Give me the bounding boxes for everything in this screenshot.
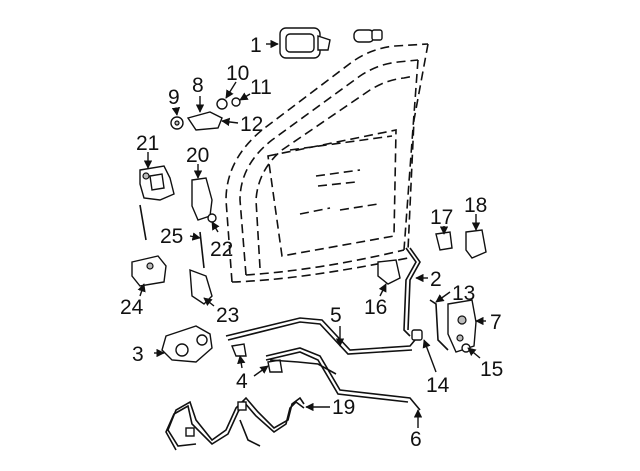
linkage-rods-part xyxy=(225,317,421,411)
callout-13: 13 xyxy=(452,282,475,305)
callout-17: 17 xyxy=(430,206,453,229)
callout-15: 15 xyxy=(480,358,503,381)
lock-cylinder-part xyxy=(353,29,383,43)
callout-3: 3 xyxy=(132,343,144,366)
small-fasteners-group xyxy=(170,97,241,131)
lower-hinge-part xyxy=(131,255,167,287)
leader-arrows xyxy=(137,39,486,428)
door-frame-outline xyxy=(225,43,429,283)
regulator-motor-part xyxy=(161,325,213,363)
callout-6: 6 xyxy=(410,428,422,451)
callout-24: 24 xyxy=(120,296,144,319)
callout-23: 23 xyxy=(216,304,239,327)
lock-knob-part xyxy=(435,231,453,251)
callout-20: 20 xyxy=(186,144,209,167)
callout-16: 16 xyxy=(364,296,387,319)
callout-1: 1 xyxy=(250,34,262,57)
outside-handle-part xyxy=(279,27,331,59)
upper-hinge-part xyxy=(139,165,175,201)
inside-rod-part xyxy=(403,247,421,337)
callout-18: 18 xyxy=(464,194,487,217)
callout-2: 2 xyxy=(430,268,442,291)
callout-7: 7 xyxy=(490,311,502,334)
callout-9: 9 xyxy=(168,86,180,109)
callout-10: 10 xyxy=(226,62,249,85)
callout-8: 8 xyxy=(192,74,204,97)
callout-5: 5 xyxy=(330,304,342,327)
callout-12: 12 xyxy=(240,113,263,136)
striker-plate-part xyxy=(465,229,487,259)
callout-11: 11 xyxy=(250,76,272,99)
callout-labels: 1 2 3 4 5 6 7 8 9 10 11 12 13 14 15 16 1… xyxy=(120,34,503,451)
callout-22: 22 xyxy=(210,238,233,261)
callout-14: 14 xyxy=(426,374,450,397)
wiring-harness-part xyxy=(165,396,305,451)
latch-rods-part xyxy=(411,299,471,353)
callout-19: 19 xyxy=(332,396,355,419)
callout-4: 4 xyxy=(236,370,248,393)
callout-25: 25 xyxy=(160,225,183,248)
lower-check-part xyxy=(189,268,213,305)
callout-21: 21 xyxy=(136,132,159,155)
door-check-part xyxy=(191,177,217,223)
door-latch-part xyxy=(447,299,477,353)
inside-handle-part xyxy=(377,259,401,285)
